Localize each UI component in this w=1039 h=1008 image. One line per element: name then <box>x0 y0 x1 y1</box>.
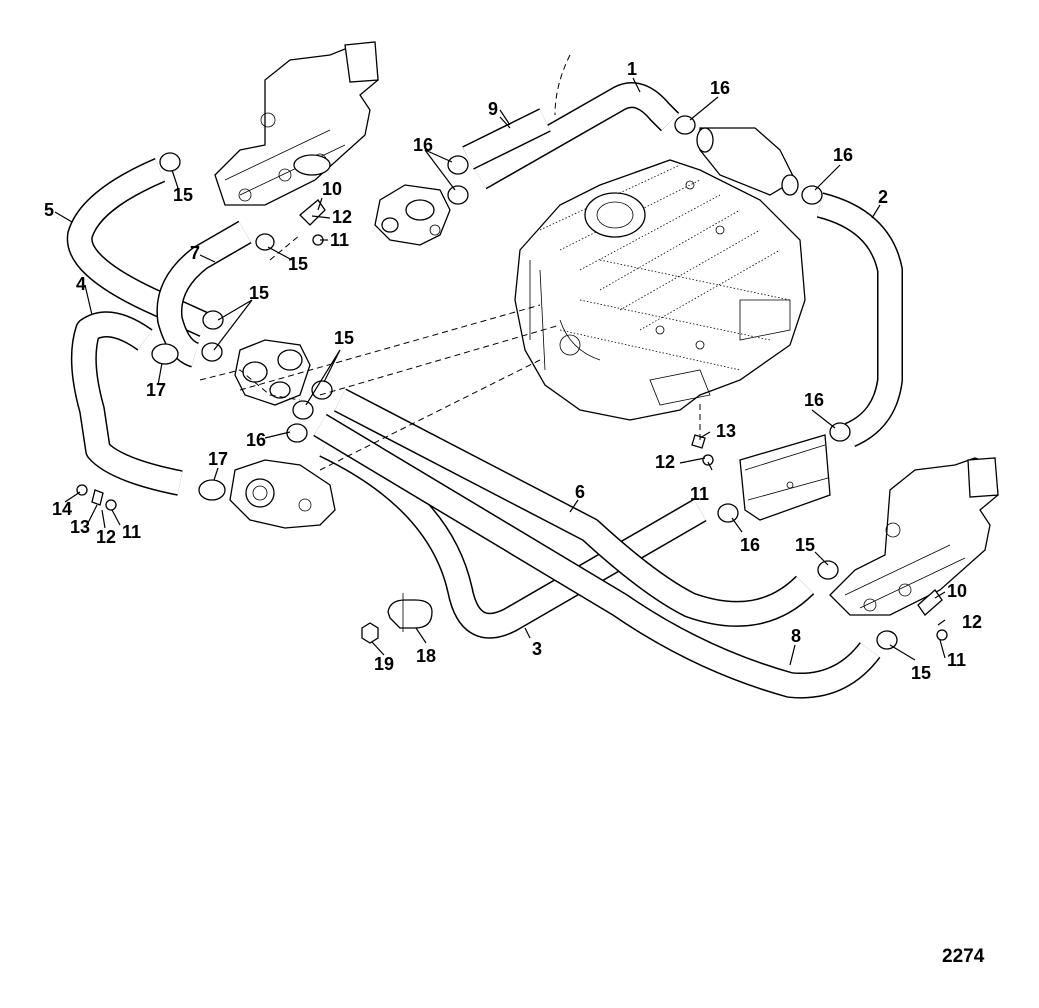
engine-block <box>514 159 806 421</box>
callout-11-lower-left: 11 <box>122 522 141 542</box>
drain-fitting <box>76 434 706 506</box>
callout-17-a: 17 <box>146 380 166 400</box>
callout-15-d: 15 <box>334 328 354 348</box>
callout-17-b: 17 <box>208 449 228 469</box>
callout-6: 6 <box>575 482 585 502</box>
hose-1 <box>473 82 680 190</box>
callout-12-right: 12 <box>962 612 982 632</box>
callout-2: 2 <box>878 187 888 207</box>
plug-fitting <box>105 234 948 641</box>
callout-1: 1 <box>627 59 637 79</box>
seawater-pump <box>229 459 336 529</box>
heat-exchanger-upper <box>696 127 799 196</box>
leader-lines <box>54 77 946 666</box>
callout-16-c: 16 <box>833 145 853 165</box>
callout-13-right: 13 <box>716 421 736 441</box>
hose-4 <box>70 311 183 496</box>
nut <box>361 622 379 644</box>
callout-14: 14 <box>52 499 72 519</box>
callout-10-left: 10 <box>322 179 342 199</box>
callout-10-right: 10 <box>947 581 967 601</box>
mounting-bracket <box>387 593 433 632</box>
callout-11-right-mid: 11 <box>690 484 709 504</box>
hose-6 <box>334 388 815 627</box>
hose-8 <box>313 413 881 699</box>
callout-9: 9 <box>488 99 498 119</box>
callout-19: 19 <box>374 654 394 674</box>
hose-5 <box>66 158 211 337</box>
callout-15-a: 15 <box>173 185 193 205</box>
hose-2 <box>816 192 903 447</box>
callout-3: 3 <box>532 639 542 659</box>
callout-labels: 1 9 2 3 4 5 6 7 8 10 10 12 12 11 11 11 1… <box>44 59 985 967</box>
left-exhaust-manifold <box>214 41 379 206</box>
callout-16-d: 16 <box>804 390 824 410</box>
assembly-lines <box>199 54 701 471</box>
callout-16-f: 16 <box>740 535 760 555</box>
callout-12-right-mid: 12 <box>655 452 675 472</box>
circulating-pump <box>374 184 451 246</box>
callout-16-e: 16 <box>246 430 266 450</box>
callout-12-lower-left: 12 <box>96 527 116 547</box>
hose-clamp <box>151 115 898 650</box>
callout-11-right: 11 <box>947 650 966 670</box>
hose-9 <box>462 108 551 170</box>
callout-16-b: 16 <box>710 78 730 98</box>
figure-number: 2274 <box>942 946 985 967</box>
callout-5: 5 <box>44 200 54 220</box>
callout-8: 8 <box>791 626 801 646</box>
callout-18: 18 <box>416 646 436 666</box>
callout-15-e: 15 <box>795 535 815 555</box>
right-exhaust-manifold <box>829 457 999 616</box>
callout-15-c: 15 <box>249 283 269 303</box>
callout-7: 7 <box>190 243 200 263</box>
hose-3 <box>319 433 707 639</box>
callout-12-left: 12 <box>332 207 352 227</box>
callout-4: 4 <box>76 274 86 294</box>
callout-13-lower-left: 13 <box>70 517 90 537</box>
hose-7 <box>156 220 252 368</box>
callout-16-a: 16 <box>413 135 433 155</box>
callout-15-b: 15 <box>288 254 308 274</box>
callout-15-f: 15 <box>911 663 931 683</box>
callout-11-left: 11 <box>330 230 349 250</box>
fuel-cooler <box>739 434 831 521</box>
